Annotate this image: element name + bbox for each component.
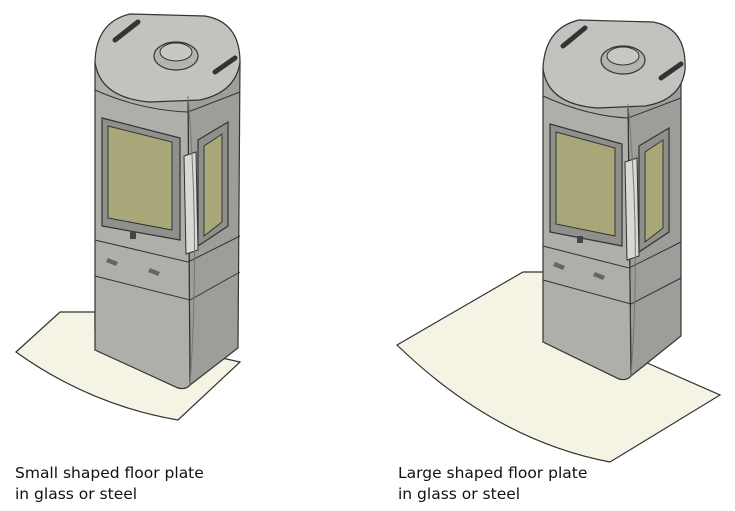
door-handle [624,157,640,261]
large-floor-plate [396,271,722,463]
glass-window-front [555,131,616,237]
ash-lever-left [106,258,118,266]
caption-line-1: Large shaped floor plate [398,464,588,482]
caption-line-2: in glass or steel [15,485,138,503]
caption-large-floor-plate: Large shaped floor plate in glass or ste… [398,463,587,505]
caption-small-floor-plate: Small shaped floor plate in glass or ste… [15,463,204,505]
door-handle [183,151,199,255]
ash-lever-left [553,262,565,270]
ash-lever-right [593,272,605,280]
caption-line-2: in glass or steel [398,485,521,503]
stove-large-floor-plate-illustration [396,19,722,463]
stove-small-floor-plate-illustration [15,13,242,421]
glass-window-front [107,125,173,231]
ash-lever-right [148,268,160,276]
brand-logo [577,236,583,243]
caption-line-1: Small shaped floor plate [15,464,204,482]
brand-logo [130,232,136,239]
